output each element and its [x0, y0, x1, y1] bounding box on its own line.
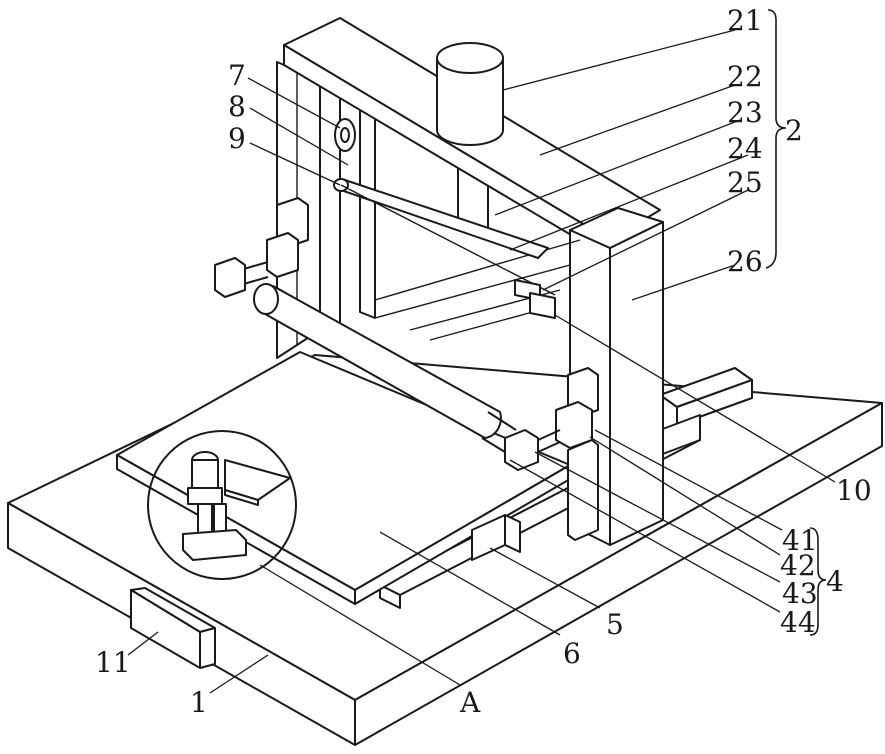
label-2: 2	[785, 114, 803, 147]
label-7: 7	[228, 59, 246, 92]
label-6: 6	[563, 637, 581, 670]
label-8: 8	[228, 90, 246, 123]
motor	[437, 43, 503, 145]
label-5: 5	[606, 608, 624, 641]
label-24: 24	[727, 132, 763, 165]
label-1: 1	[190, 686, 208, 719]
label-25: 25	[727, 166, 763, 199]
label-11: 11	[95, 646, 131, 679]
slider-bracket	[515, 280, 555, 318]
label-a: A	[459, 686, 481, 719]
label-21: 21	[727, 4, 763, 37]
label-26: 26	[727, 245, 763, 278]
label-9: 9	[228, 122, 246, 155]
label-10: 10	[836, 474, 872, 507]
label-4: 4	[826, 565, 844, 598]
eccentric-wheel	[335, 119, 355, 151]
label-23: 23	[727, 96, 763, 129]
label-22: 22	[727, 60, 763, 93]
label-44: 44	[780, 606, 816, 639]
